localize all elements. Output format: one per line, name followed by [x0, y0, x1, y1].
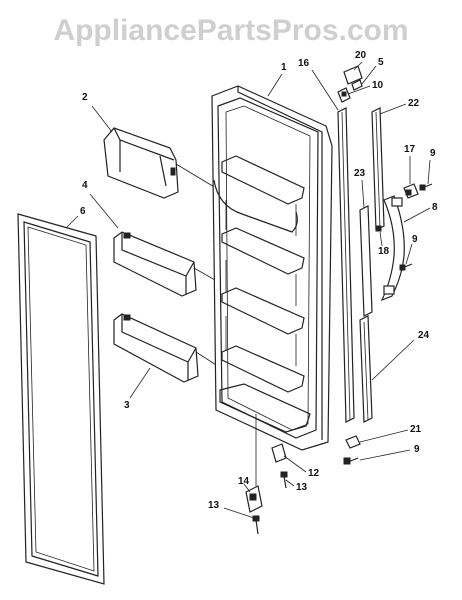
callout-10: 10 — [372, 80, 384, 91]
trim-strip-16 — [337, 107, 355, 423]
door-handle — [380, 195, 405, 302]
hinge-part-10 — [337, 87, 351, 103]
handle-strip-24 — [359, 315, 373, 423]
bottom-hinge-21 — [345, 435, 361, 449]
callout-9-middle: 9 — [412, 234, 418, 245]
callout-5: 5 — [378, 57, 384, 68]
bottom-bracket-12 — [271, 443, 287, 463]
hinge-part-5 — [351, 79, 363, 91]
hinge-cover-20 — [343, 65, 363, 85]
handle-strip-22 — [371, 107, 385, 231]
callout-8: 8 — [432, 202, 438, 213]
callout-4: 4 — [82, 180, 88, 191]
handle-trim-23 — [359, 205, 373, 317]
callout-16: 16 — [298, 58, 310, 69]
watermark-text: AppliancePartsPros.com — [53, 14, 409, 47]
callout-14: 14 — [238, 476, 250, 487]
callout-22: 22 — [408, 98, 420, 109]
callout-17: 17 — [404, 144, 416, 155]
screw-13-upper — [280, 471, 288, 489]
door-gasket — [17, 213, 105, 585]
callout-24: 24 — [418, 330, 430, 341]
screw-13-lower — [252, 515, 260, 535]
screw-9-upper — [419, 183, 433, 191]
callout-9-upper: 9 — [430, 148, 436, 159]
screw-9-middle — [399, 263, 413, 271]
callout-12: 12 — [308, 468, 320, 479]
door-bin-upper — [113, 231, 197, 297]
callout-9-lower: 9 — [414, 444, 420, 455]
callout-18: 18 — [378, 246, 390, 257]
screw-9-lower — [343, 457, 359, 465]
callout-23: 23 — [354, 168, 366, 179]
bottom-hinge-14 — [245, 485, 263, 513]
callout-6: 6 — [80, 206, 86, 217]
dairy-door — [103, 127, 179, 199]
handle-end-cap — [403, 183, 419, 199]
refrigerator-door — [211, 85, 333, 451]
callout-1: 1 — [281, 62, 287, 73]
callout-13-upper: 13 — [296, 482, 308, 493]
door-bin-lower — [113, 313, 199, 383]
screw-18 — [375, 225, 382, 232]
callout-20: 20 — [355, 50, 367, 61]
callout-2: 2 — [82, 92, 88, 103]
callout-21: 21 — [410, 424, 422, 435]
callout-3: 3 — [124, 400, 130, 411]
callout-13-lower: 13 — [208, 500, 220, 511]
